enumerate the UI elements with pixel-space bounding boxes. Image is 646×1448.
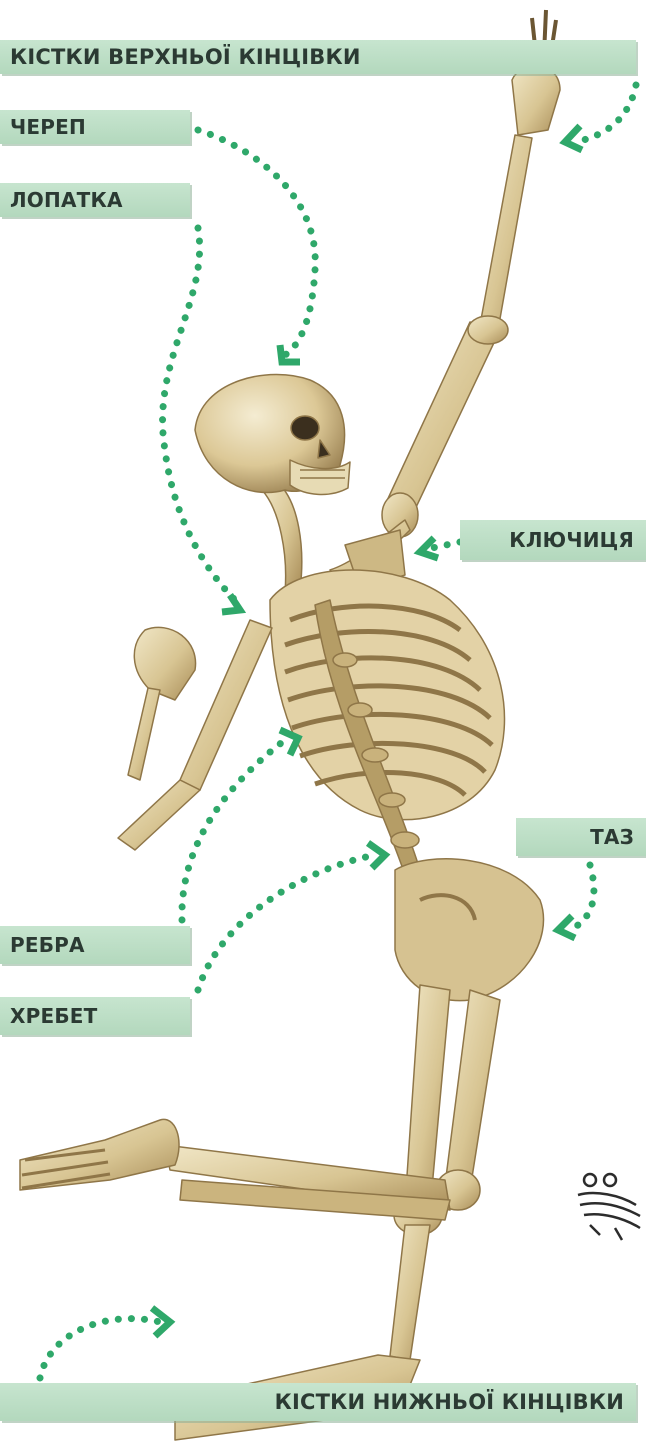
left-foot [20,1119,179,1190]
label-ribs: РЕБРА [0,926,190,964]
label-skull: ЧЕРЕП [0,110,190,144]
pelvis-bone [395,859,544,1001]
arrow-pelvis [570,865,594,930]
label-clavicle: КЛЮЧИЦЯ [460,520,646,560]
left-humerus [180,620,272,790]
label-upper-limb: КІСТКИ ВЕРХНЬОЇ КІНЦІВКИ [0,40,636,74]
label-pelvis: ТАЗ [516,818,646,856]
people-exercise-icon [578,1174,640,1240]
arrow-upper-limb [575,85,636,142]
left-hand [134,627,195,700]
arrow-clavicle [432,542,460,548]
label-spine: ХРЕБЕТ [0,997,190,1035]
label-scapula: ЛОПАТКА [0,183,190,217]
left-forearm [118,780,200,850]
cervical-vertebrae [262,480,302,592]
arrow-spine [198,855,375,990]
label-lower-limb: КІСТКИ НИЖНЬОЇ КІНЦІВКИ [0,1383,636,1421]
right-tibia [390,1225,430,1360]
arrow-skull [198,130,315,355]
radius-ulna [480,135,532,330]
raised-hand [512,66,560,135]
left-femur [445,990,500,1190]
humerus [385,322,500,520]
skull-bone [195,374,350,494]
arrow-lower-limb [40,1319,160,1378]
